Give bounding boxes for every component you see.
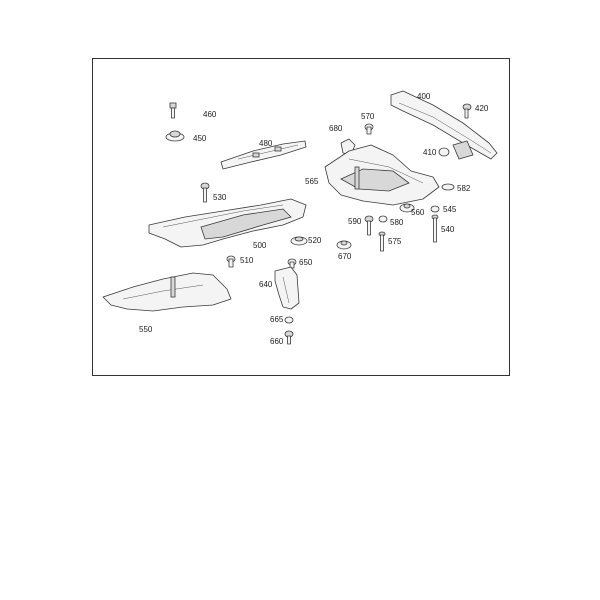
- callout-480: 480: [259, 139, 273, 148]
- bolt-590-part: [364, 215, 374, 236]
- callout-650: 650: [299, 258, 313, 267]
- callout-680: 680: [329, 124, 343, 133]
- bolt-460-part: [169, 102, 177, 119]
- callout-420: 420: [475, 104, 489, 113]
- underbody-panel-500-part: [148, 198, 307, 248]
- bumper-bar-400-part: [390, 90, 498, 160]
- nut-520-part: [290, 236, 308, 246]
- washer-665-part: [284, 316, 294, 324]
- washer-580-part: [378, 215, 388, 223]
- callout-560: 560: [411, 208, 425, 217]
- callout-510: 510: [240, 256, 254, 265]
- housing-565-part: [324, 144, 440, 206]
- callout-540: 540: [441, 225, 455, 234]
- callout-460: 460: [203, 110, 217, 119]
- diagram-frame: 460 450 480 680 570 400 420 410 565 582 …: [92, 58, 510, 376]
- callout-400: 400: [417, 92, 431, 101]
- washer-450-part: [165, 130, 185, 142]
- callout-565: 565: [305, 177, 319, 186]
- bolt-660-part: [284, 330, 294, 345]
- callout-520: 520: [308, 236, 322, 245]
- callout-500: 500: [253, 241, 267, 250]
- callout-575: 575: [388, 237, 402, 246]
- callout-670: 670: [338, 252, 352, 261]
- parts-drawing: [102, 90, 498, 345]
- washer-545-part: [430, 205, 440, 213]
- bracket-640-part: [274, 266, 300, 310]
- washer-582-part: [441, 183, 455, 191]
- callout-410: 410: [423, 148, 437, 157]
- clip-650-part: [287, 258, 297, 269]
- callout-582: 582: [457, 184, 471, 193]
- callout-450: 450: [193, 134, 207, 143]
- callout-665: 665: [270, 315, 284, 324]
- trim-strip-480-part: [220, 140, 307, 170]
- bolt-420-part: [462, 103, 472, 119]
- nut-670-part: [336, 240, 352, 250]
- callout-550: 550: [139, 325, 153, 334]
- bolt-530-part: [200, 182, 210, 203]
- callout-545: 545: [443, 205, 457, 214]
- nut-410-part: [438, 147, 450, 157]
- bolt-575-part: [378, 231, 386, 252]
- callout-590: 590: [348, 217, 362, 226]
- clip-570-part: [364, 123, 374, 135]
- callout-580: 580: [390, 218, 404, 227]
- callout-530: 530: [213, 193, 227, 202]
- underbody-panel-550-part: [102, 272, 232, 312]
- callout-640: 640: [259, 280, 273, 289]
- callout-660: 660: [270, 337, 284, 346]
- nut-560-part: [399, 203, 415, 213]
- callout-570: 570: [361, 112, 375, 121]
- bolt-540-part: [431, 214, 439, 243]
- clip-510-part: [226, 255, 236, 268]
